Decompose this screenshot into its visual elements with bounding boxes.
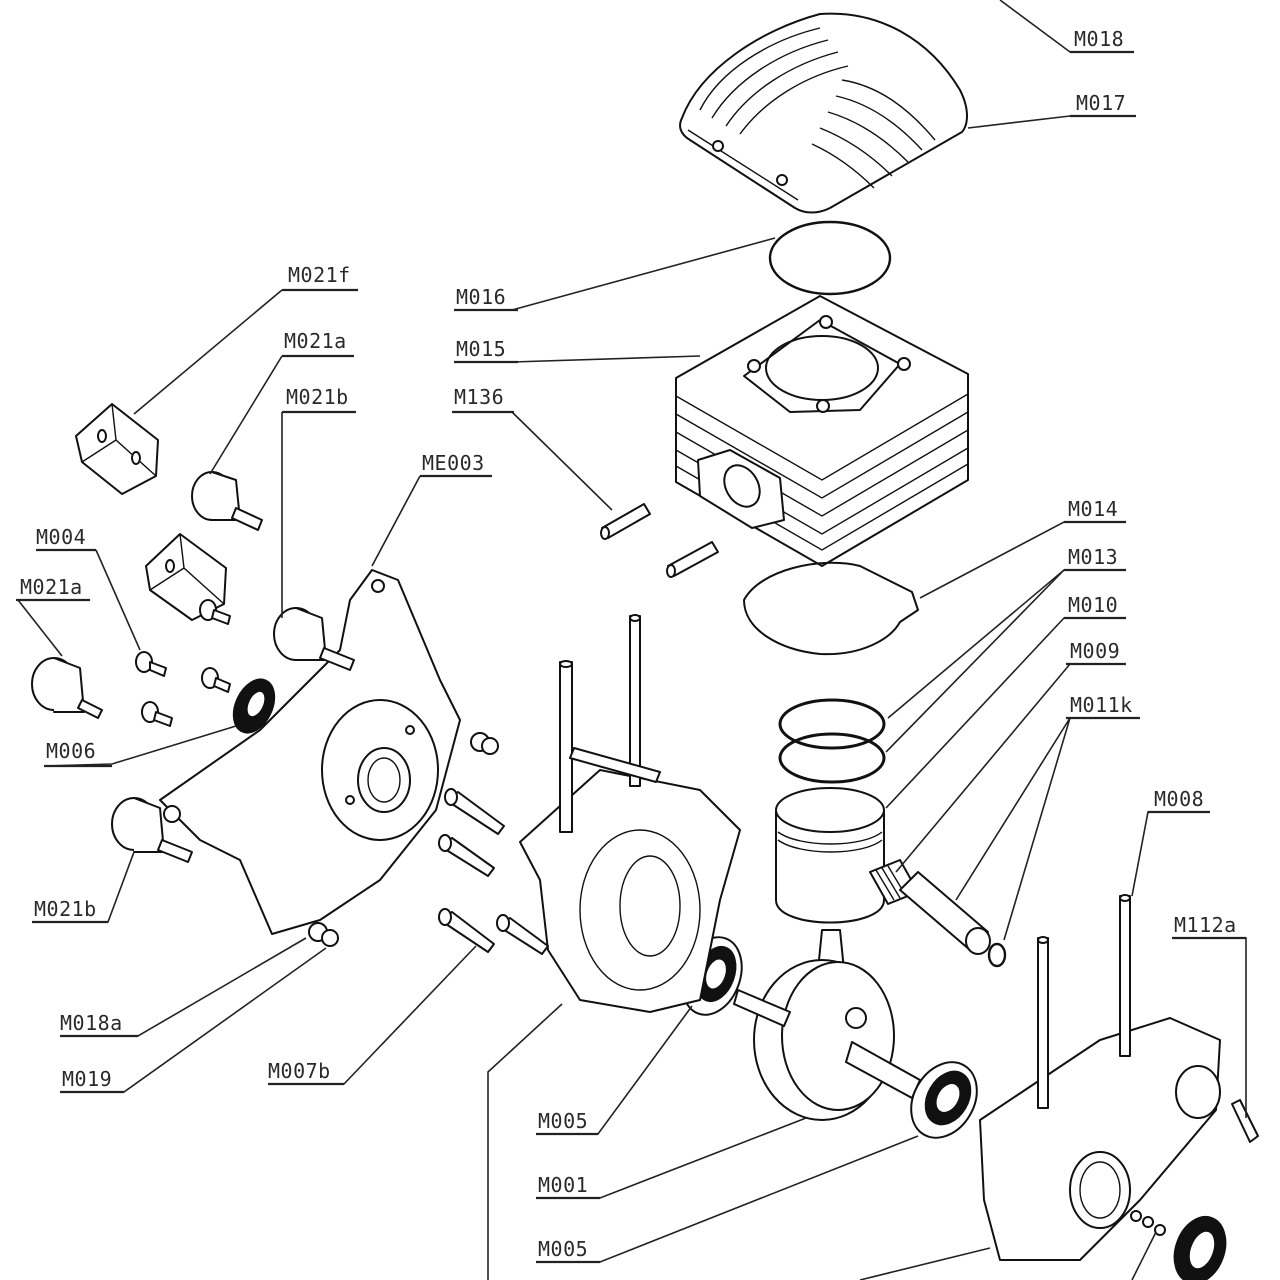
callout-label: M011k	[1070, 693, 1133, 717]
callout-m014: M014	[1064, 497, 1126, 524]
callout-m017: M017	[1070, 91, 1136, 118]
seal-right	[1173, 1216, 1227, 1280]
callout-m007b: M007b	[268, 1059, 344, 1086]
seal-m006	[232, 678, 276, 734]
callout-m001: M001	[536, 1173, 600, 1200]
callout-label: ME003	[422, 451, 485, 475]
callout-label: M004	[36, 525, 86, 549]
callout-label: M001	[538, 1173, 588, 1197]
cylinder-head	[679, 12, 968, 214]
small-bolts	[135, 599, 231, 727]
washers-right	[1130, 1210, 1166, 1236]
callout-label: M019	[62, 1067, 112, 1091]
callout-m021b-upper: M021b	[282, 385, 356, 414]
callout-label: M010	[1068, 593, 1118, 617]
dowel-pins	[600, 503, 719, 578]
callout-label: M007b	[268, 1059, 331, 1083]
base-gasket	[743, 561, 919, 656]
callout-me003: ME003	[420, 451, 492, 478]
callout-m021f: M021f	[282, 263, 358, 292]
callout-m013: M013	[1064, 545, 1126, 572]
callout-m005-lower: M005	[536, 1237, 600, 1264]
callout-m136: M136	[452, 385, 514, 414]
callout-m016: M016	[454, 285, 518, 312]
piston	[775, 787, 885, 924]
mount-block-1	[75, 403, 159, 495]
callout-m021a-lower: M021a	[16, 575, 90, 602]
callout-label: M015	[456, 337, 506, 361]
mount-block-2	[145, 533, 227, 621]
callout-label: M005	[538, 1109, 588, 1133]
callout-m008: M008	[1148, 787, 1210, 814]
callout-label: M005	[538, 1237, 588, 1261]
callout-label: M018	[1074, 27, 1124, 51]
callout-label: M021a	[284, 329, 347, 353]
callout-m018: M018	[1070, 27, 1134, 54]
callout-label: M112a	[1174, 913, 1237, 937]
callout-label: M021a	[20, 575, 83, 599]
wrist-pin	[899, 871, 991, 955]
callout-m010: M010	[1064, 593, 1126, 620]
callout-label: M008	[1154, 787, 1204, 811]
piston-ring-2	[778, 732, 886, 784]
right-crankcase	[979, 894, 1221, 1261]
callout-m112a: M112a	[1172, 913, 1246, 940]
rubber-mount-4	[111, 797, 193, 863]
callout-label: M014	[1068, 497, 1118, 521]
callout-m021a-upper: M021a	[282, 329, 354, 358]
bolts-m007b	[438, 788, 549, 955]
callout-m019: M019	[60, 1067, 124, 1094]
engine-mount	[159, 569, 461, 935]
callout-label: M017	[1076, 91, 1126, 115]
callout-m006: M006	[44, 739, 112, 768]
callout-label: M021b	[286, 385, 349, 409]
callout-label: M021b	[34, 897, 97, 921]
callout-m018a: M018a	[60, 1011, 138, 1038]
callout-label: M136	[454, 385, 504, 409]
callout-label: M018a	[60, 1011, 123, 1035]
main-bearing-right	[910, 1061, 978, 1139]
piston-ring-1	[778, 698, 886, 750]
rubber-mount-1	[191, 471, 263, 531]
callout-labels: M018 M017 M016 M015 M136 M021f M021a M0	[16, 27, 1246, 1264]
callout-m005-upper: M005	[536, 1109, 598, 1136]
callout-m004: M004	[36, 525, 96, 552]
callout-m015: M015	[454, 337, 518, 364]
callout-label: M013	[1068, 545, 1118, 569]
rubber-mount-2	[273, 607, 355, 671]
crankshaft	[733, 959, 921, 1121]
callout-m011k: M011k	[1066, 693, 1140, 720]
callout-label: M009	[1070, 639, 1120, 663]
head-o-ring	[768, 220, 892, 296]
nut-upper	[470, 732, 499, 755]
callout-label: M006	[46, 739, 96, 763]
left-crankcase	[519, 614, 741, 1013]
cylinder	[675, 295, 969, 567]
nut-lower-m019	[308, 922, 339, 947]
bolt-m112a	[1231, 1099, 1259, 1143]
rubber-mount-3	[31, 657, 103, 719]
callout-label: M016	[456, 285, 506, 309]
circlip	[987, 942, 1007, 968]
callout-m009: M009	[1066, 639, 1126, 666]
callout-m021b-lower: M021b	[32, 897, 108, 924]
callout-label: M021f	[288, 263, 351, 287]
